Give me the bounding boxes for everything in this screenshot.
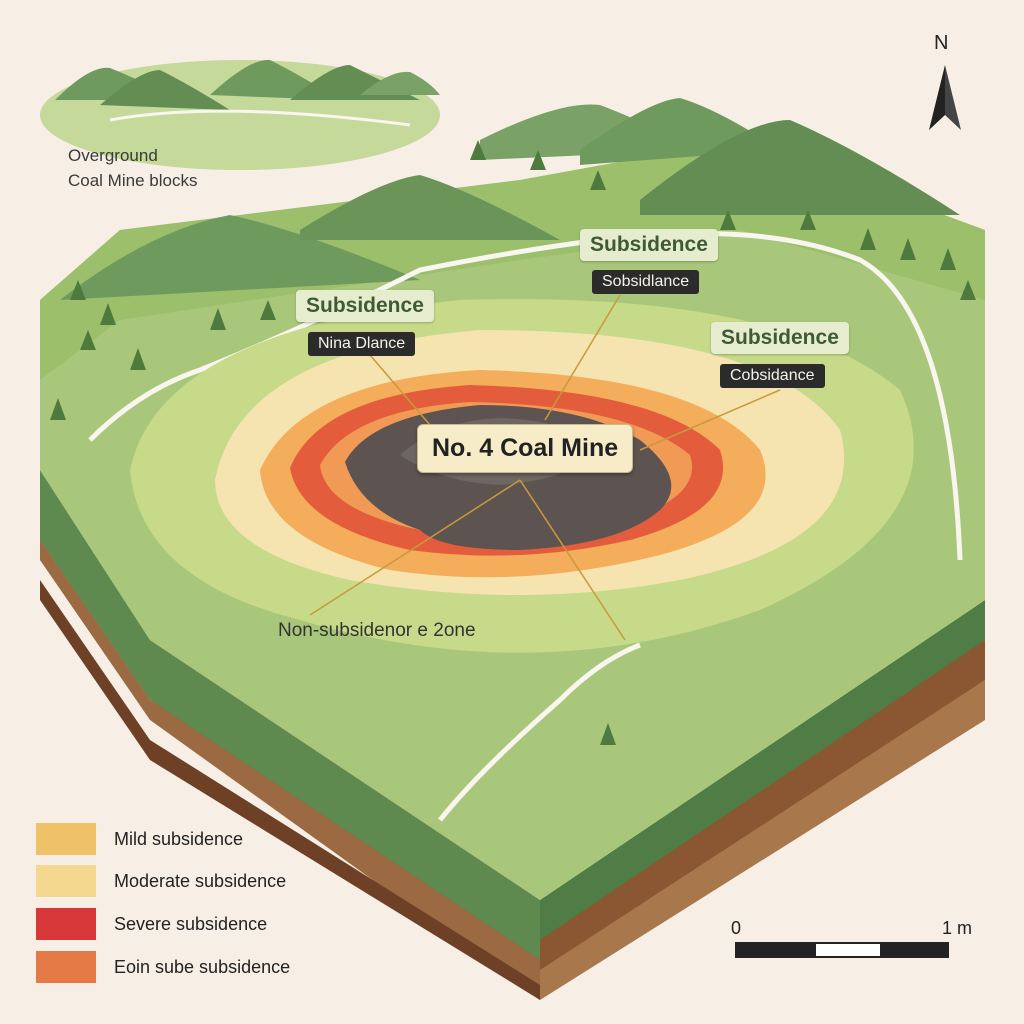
legend-swatch [36, 951, 96, 983]
compass-letter: N [934, 32, 949, 54]
legend-item: Moderate subsidence [36, 865, 336, 899]
road-front [438, 642, 641, 822]
subsidence-tag-right: Cobsidance [720, 364, 825, 388]
scale-start-label: 0 [731, 918, 742, 938]
terrain-block-sides [40, 470, 985, 1000]
subsidence-label-top: Subsidence [580, 229, 718, 261]
legend-item: Mild subsidence [36, 823, 336, 857]
inset-map [40, 59, 440, 170]
subsidence-label-right: Subsidence [711, 322, 849, 354]
hills [60, 98, 960, 300]
subsidence-tag-left: Nina Dlance [308, 332, 416, 356]
legend-swatch [36, 865, 96, 897]
inset-label-line1: Overground [68, 146, 158, 165]
leader-lines [309, 294, 781, 641]
legend-label: Eoin sube subsidence [114, 957, 291, 977]
subsidence-tag-top: Sobsidlance [592, 270, 700, 294]
trees [50, 140, 976, 745]
road [88, 230, 963, 561]
legend-label: Mild subsidence [114, 829, 244, 849]
legend-item: Severe subsidence [36, 908, 336, 942]
legend-swatch [36, 908, 96, 940]
non-subsidence-label: Non-subsidenor e 2one [278, 620, 476, 641]
legend-label: Moderate subsidence [114, 871, 287, 891]
legend-swatch [36, 823, 96, 855]
scale-bar [735, 942, 949, 958]
north-arrow-icon [929, 65, 961, 130]
subsidence-label-left: Subsidence [296, 290, 434, 322]
legend-label: Severe subsidence [114, 914, 268, 934]
legend-item: Eoin sube subsidence [36, 951, 336, 985]
mine-label: No. 4 Coal Mine [417, 424, 634, 473]
inset-label-line2: Coal Mine blocks [68, 171, 198, 190]
scale-end-label: 1 m [942, 918, 973, 938]
